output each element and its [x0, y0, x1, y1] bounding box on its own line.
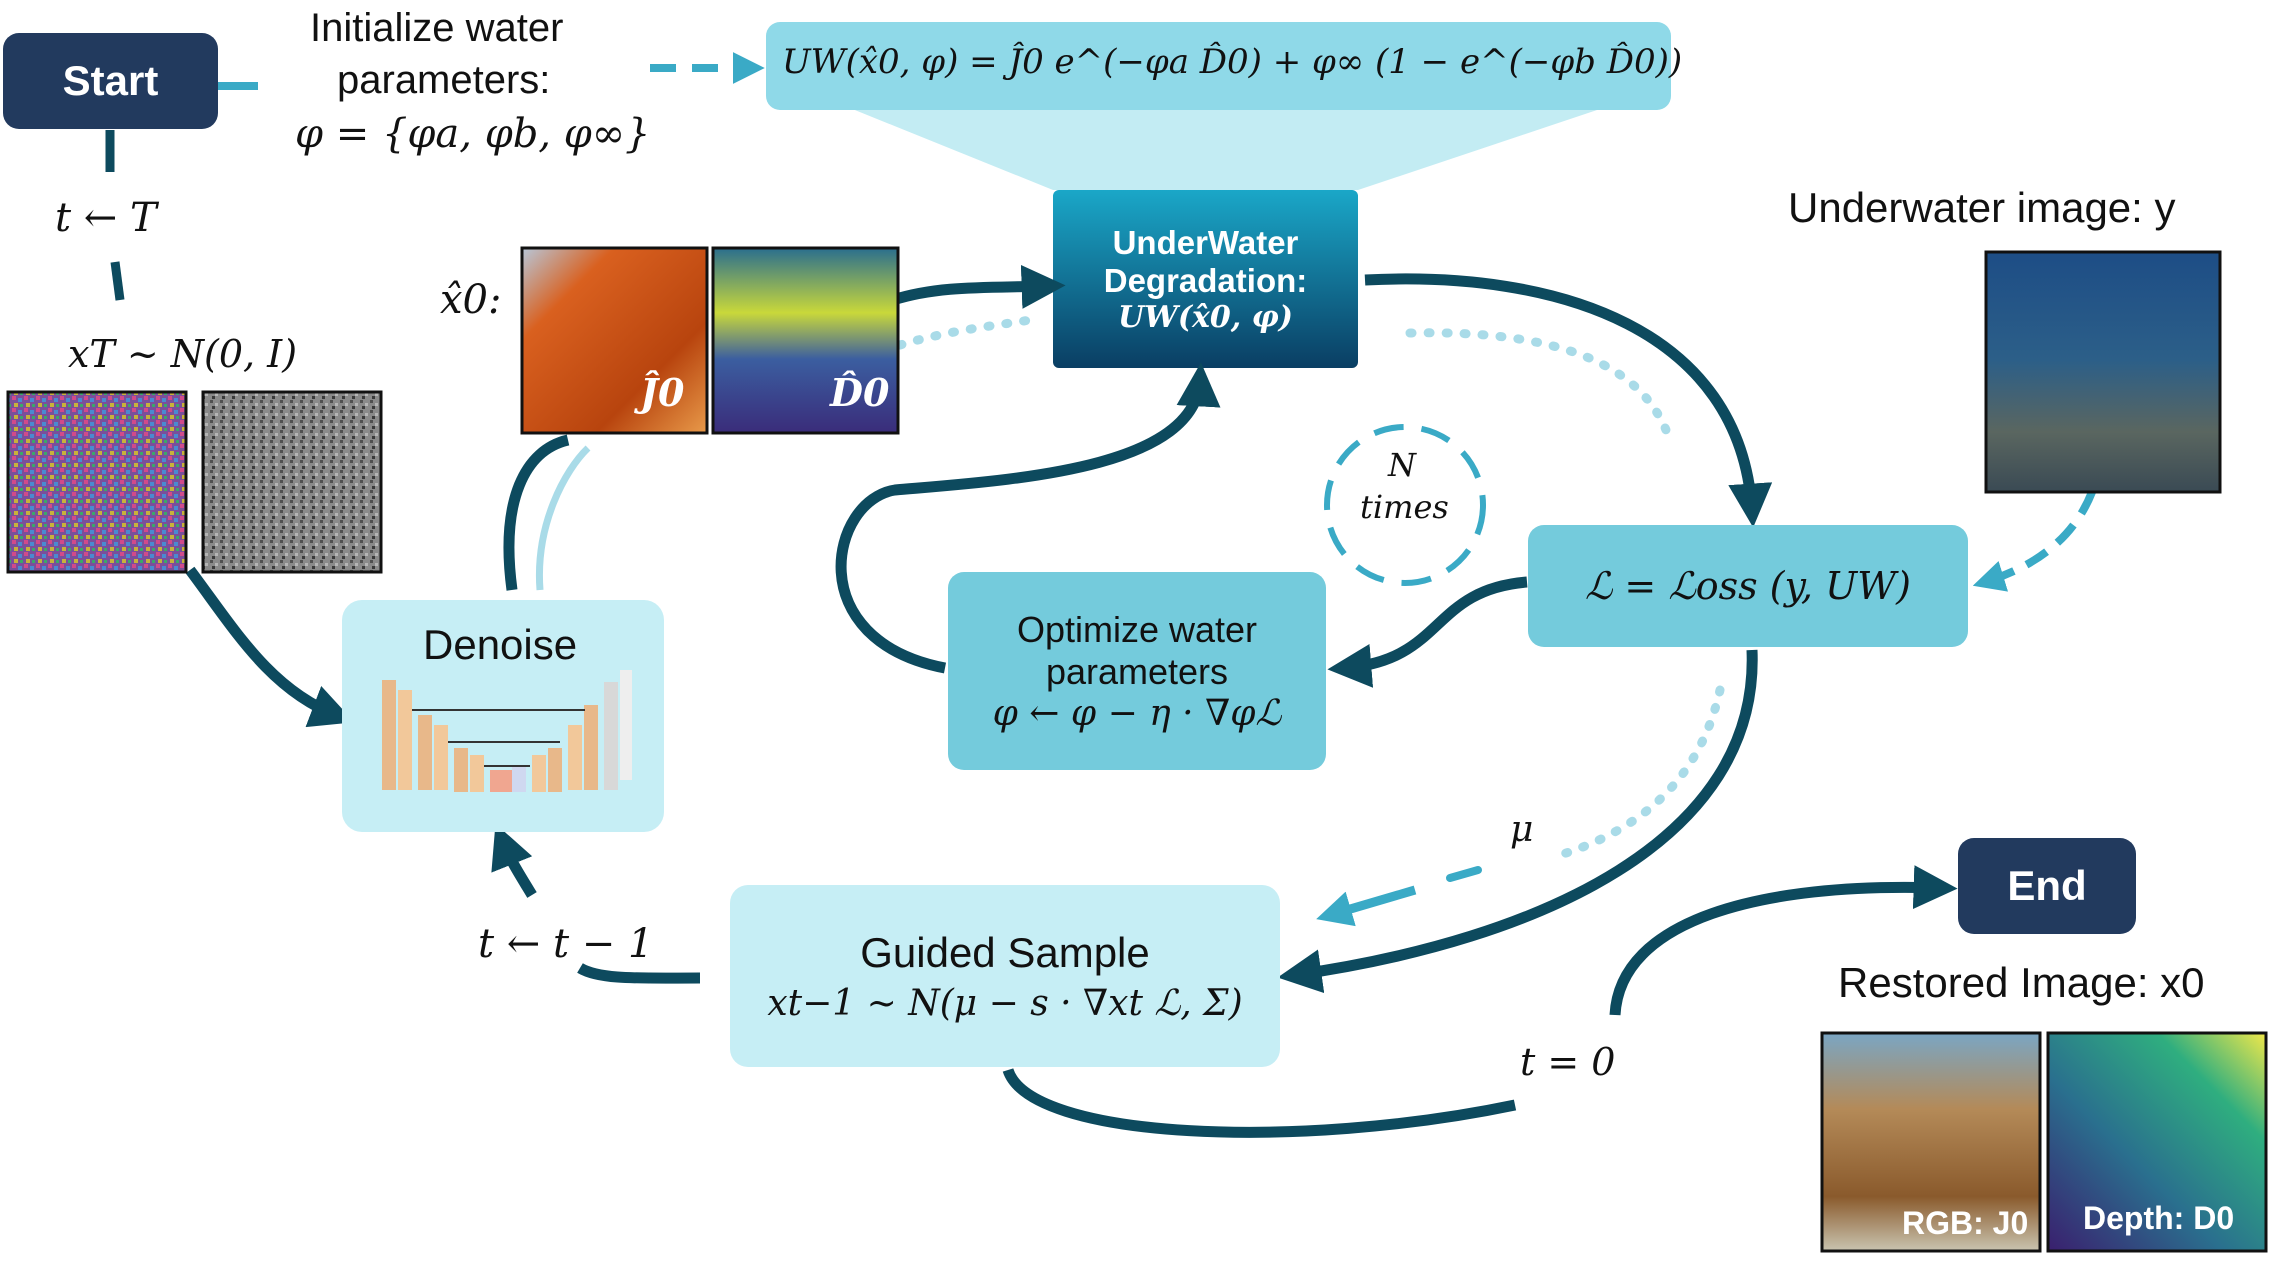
n-times-line1: N: [1388, 446, 1416, 484]
underwater-label: Underwater image: y: [1788, 184, 2176, 231]
x0-hat-label: x̂0:: [440, 277, 502, 323]
unet-icon: [382, 670, 632, 792]
j0-image: [522, 248, 707, 433]
n-times-line2: times: [1360, 488, 1449, 526]
guided-sample-box: Guided Sample xt−1 ~ N(μ − s · ∇xt ℒ, Σ): [730, 885, 1280, 1067]
t-step-label: t ← t − 1: [478, 921, 654, 967]
t-zero-label: t = 0: [1520, 1040, 1616, 1084]
optimize-line1: Optimize water: [1016, 608, 1258, 650]
depth-label: Depth: D0: [2083, 1200, 2235, 1236]
uw-formula-box: [766, 22, 1671, 110]
loss-formula: ℒ = ℒoss (y, UW): [1584, 564, 1911, 608]
noise-color-image: [8, 392, 186, 572]
init-formula: φ = {φa, φb, φ∞}: [295, 111, 651, 157]
end-node: End: [1958, 838, 2136, 934]
rgb-image: [1822, 1033, 2040, 1251]
uw-block-line2: Degradation:: [1103, 261, 1308, 299]
uw-degradation-box: [1053, 190, 1358, 368]
t-init-label: t ← T: [55, 195, 157, 241]
optimize-line2: parameters: [1045, 650, 1229, 692]
uw-formula: UW(x̂0, φ) = Ĵ0 e^(−φa D̂0) + φ∞ (1 − e^…: [782, 42, 1683, 82]
end-label: End: [2007, 862, 2087, 909]
guided-formula: xt−1 ~ N(μ − s · ∇xt ℒ, Σ): [767, 982, 1243, 1024]
restored-label: Restored Image: x0: [1838, 959, 2205, 1006]
optimize-box: Optimize water parameters φ ← φ − η · ∇φ…: [948, 572, 1326, 770]
uw-block-line3: UW(x̂0, φ): [1117, 299, 1294, 335]
mu-label: μ: [1510, 809, 1534, 850]
xT-label: xT ~ N(0, I): [68, 332, 298, 376]
init-line1: Initialize water: [310, 6, 564, 50]
depth-image: [2048, 1033, 2266, 1251]
guided-line1: Guided Sample: [860, 928, 1150, 976]
init-line2: parameters:: [337, 58, 551, 102]
j0-hat-label: Ĵ0: [640, 370, 685, 415]
denoise-label: Denoise: [423, 621, 578, 668]
noise-gray-image: [203, 392, 381, 572]
start-label: Start: [62, 57, 159, 104]
loss-box: ℒ = ℒoss (y, UW): [1528, 525, 1968, 647]
underwater-image: [1986, 252, 2220, 492]
optimize-formula: φ ← φ − η · ∇φℒ: [992, 692, 1282, 734]
d0-image: [713, 248, 898, 433]
uw-block-text: UnderWater Degradation: UW(x̂0, φ): [1053, 200, 1358, 358]
start-node: Start: [3, 33, 218, 129]
uw-block-line1: UnderWater: [1112, 223, 1299, 261]
d0-hat-label: D̂0: [830, 370, 890, 415]
rgb-label: RGB: J0: [1902, 1205, 2029, 1241]
